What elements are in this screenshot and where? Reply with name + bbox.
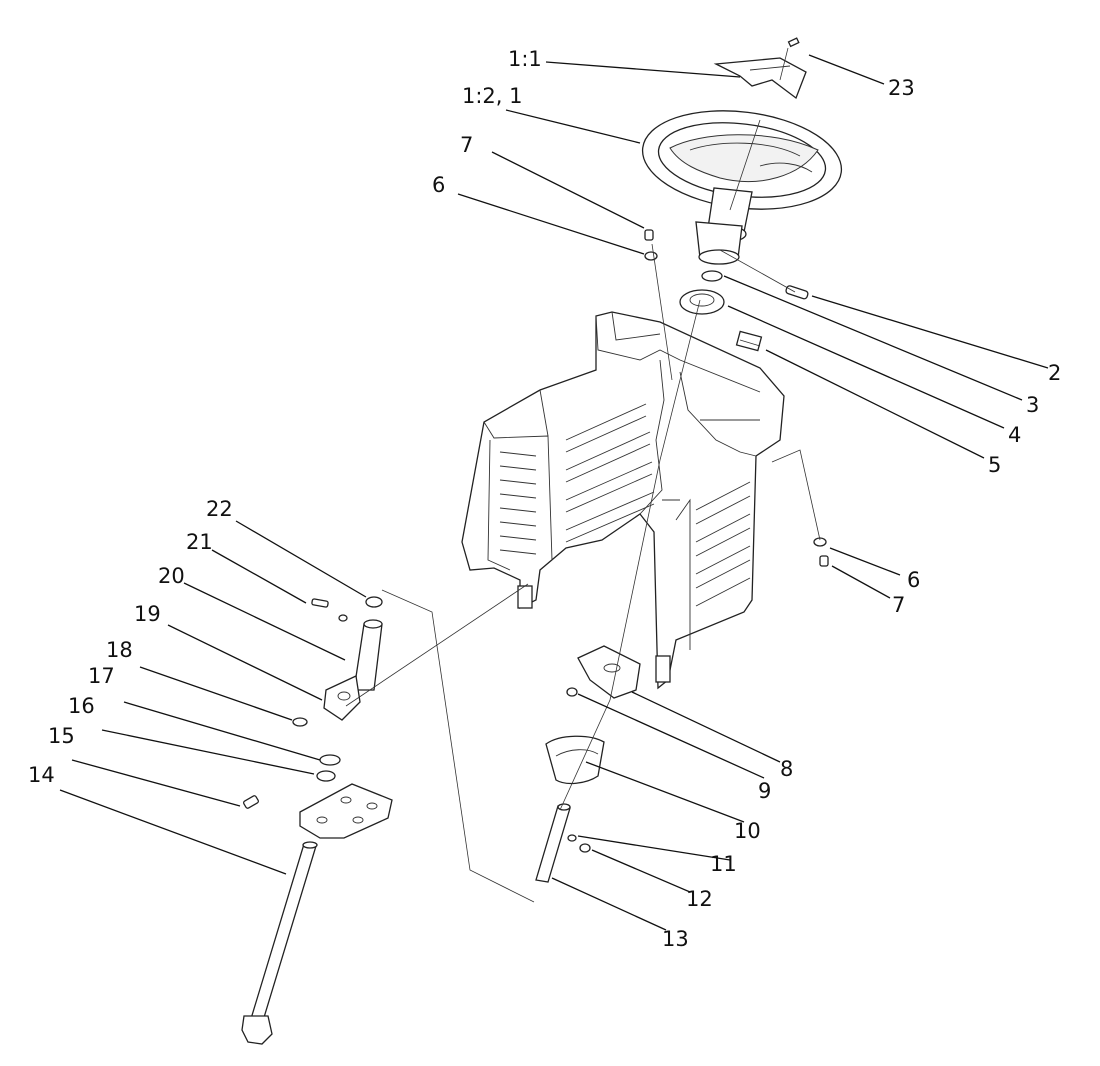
callout-2: 2: [1048, 361, 1061, 385]
gear-19: [323, 675, 361, 721]
callout-4: 4: [1008, 423, 1021, 447]
clip-5: [735, 330, 763, 352]
screw-15: [243, 795, 259, 809]
callout-12: 12: [686, 887, 713, 911]
callout-21: 21: [186, 530, 213, 554]
callout-1-1: 1:1: [508, 47, 542, 71]
callout-11: 11: [710, 852, 737, 876]
steering-wheel-cap: [713, 57, 807, 100]
callout-15: 15: [48, 724, 75, 748]
screw-7-top: [644, 229, 654, 241]
bushing-10: [545, 735, 605, 785]
callout-17: 17: [88, 664, 115, 688]
dash-housing: [461, 311, 785, 690]
mounting-plate: [299, 783, 393, 839]
screw-21: [311, 598, 329, 608]
nut-9: [566, 687, 578, 697]
bracket-8: [577, 645, 641, 699]
steering-wheel: [641, 110, 843, 265]
parts-drawing: [241, 37, 843, 1045]
washer-11: [567, 834, 577, 842]
callout-19: 19: [134, 602, 161, 626]
callout-8: 8: [780, 757, 793, 781]
callout-22: 22: [206, 497, 233, 521]
washer-6-right: [813, 537, 827, 547]
callout-18: 18: [106, 638, 133, 662]
callout-6-right: 6: [907, 568, 920, 592]
boot-4: [679, 289, 725, 315]
pin-2: [785, 285, 809, 300]
shaft-13: [535, 803, 571, 883]
washer-18: [292, 717, 308, 727]
snap-ring-22: [365, 596, 383, 608]
screw-7-right: [819, 555, 829, 567]
assembly-axes: [345, 47, 821, 903]
bushing-16: [316, 770, 336, 782]
callout-16: 16: [68, 694, 95, 718]
callout-10: 10: [734, 819, 761, 843]
callout-5: 5: [988, 453, 1001, 477]
steering-shaft-14: [241, 841, 318, 1045]
callout-1-2-1: 1:2, 1: [462, 84, 523, 108]
washer-3: [701, 270, 723, 282]
callout-23: 23: [888, 76, 915, 100]
callout-20: 20: [158, 564, 185, 588]
callout-7-top: 7: [460, 133, 473, 157]
nut-12: [579, 843, 591, 853]
screw-23: [787, 37, 800, 48]
callout-3: 3: [1026, 393, 1039, 417]
callout-7-right: 7: [892, 593, 905, 617]
callout-6-top: 6: [432, 173, 445, 197]
callout-13: 13: [662, 927, 689, 951]
sleeve-20: [353, 619, 383, 691]
callout-labels: 1:1 1:2, 1 23 7 6 2 3 4 5 6 7 22 21 20 1…: [28, 47, 1061, 951]
washer-6-top: [644, 251, 658, 261]
callout-14: 14: [28, 763, 55, 787]
leader-lines: [59, 54, 1049, 931]
callout-9: 9: [758, 779, 771, 803]
washer-17: [319, 754, 341, 766]
